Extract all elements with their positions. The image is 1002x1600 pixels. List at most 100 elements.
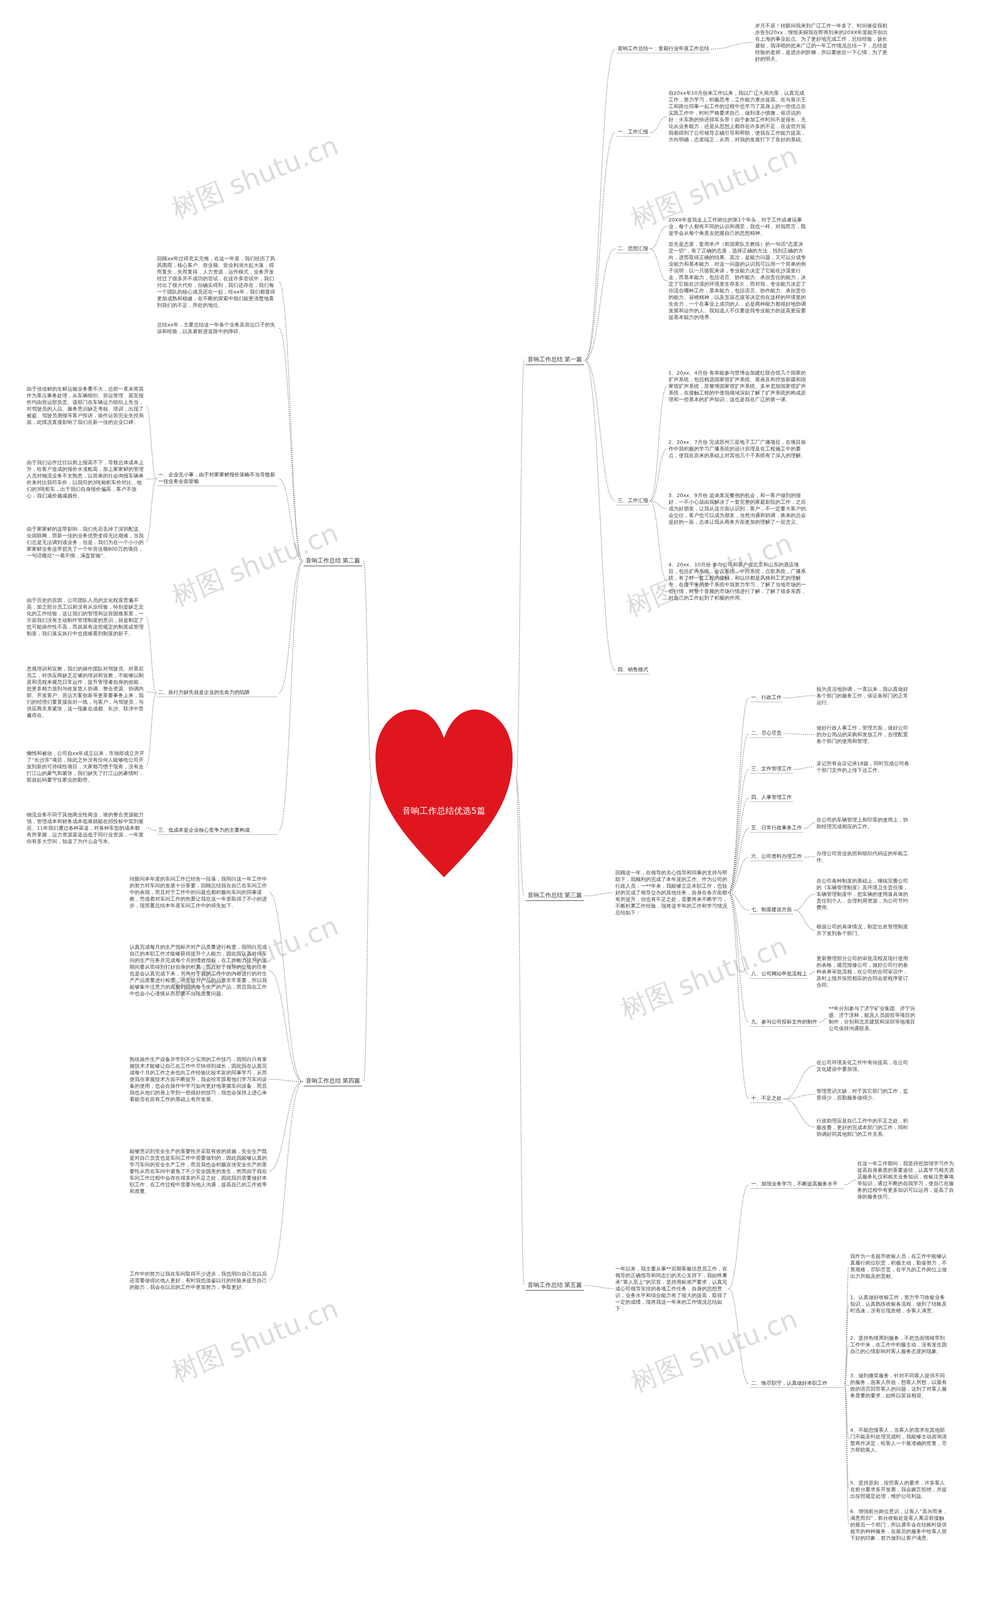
node-text: 由于佳佳鲜的生鲜运输业务量不大，总部一直未将其作为重点事务处理，从车辆组织、营运…: [26, 385, 145, 426]
text-leaf: 懒惰和被动，公司自xx年成立以来，市场部成立并开了“长沙库”项目，除此之外没有任…: [26, 749, 145, 784]
node-text: 5、坚持原则，按照客人的要求，许多客人在前台要求多开发票，我会婉言拒绝，并提出按…: [850, 1479, 948, 1500]
heart-outline: [375, 709, 513, 878]
node-text: 2、20xx、7月份 完成苏州三星电子工厂广播项目，在项目操作中我积极的学习广播…: [668, 438, 807, 459]
text-leaf: 2、坚持热情周到服务，不把负面情绪带到工作中来，在工作中积极主动，没有发生因自己…: [850, 1334, 948, 1355]
text-leaf: 4、不能怠慢客人，当客人的需求在其他部门不能及时处理完成时，我能够主动咨询清楚再…: [850, 1426, 948, 1454]
node-text: 采记所有会议记录18篇，同时完成公司各个部门文件的上传下达工作。: [816, 760, 911, 774]
dotted-connector: [584, 360, 615, 671]
node-text: 九、参与公司投标文件的制作: [751, 1018, 818, 1026]
dotted-connector: [584, 248, 615, 361]
node-text: 五、日常行政事务工作: [751, 824, 802, 831]
node-text: 十、不足之处: [751, 1094, 782, 1102]
node-text: 音响工作总结 第四篇: [305, 1077, 361, 1085]
branch-topic: 音响工作总结 第二篇: [303, 556, 363, 567]
node-text: 根据公司的具体情况，制定出差管理制度并下发到各个部门。: [816, 923, 911, 937]
dotted-connector: [584, 1285, 615, 1289]
dotted-connector: [145, 692, 157, 693]
dotted-connector: [145, 405, 157, 479]
node-text: 音响工作总结 第五篇: [527, 1281, 583, 1289]
subtopic: 一、企业无小事，由于对家家鲜报价策略不当导致新一佳业务全面皆输: [156, 471, 278, 487]
node-text: **年分别参与了济宁矿业集团、济宁兴盛、济宁凉林，能及人员固投等项目的制作，分别…: [828, 1005, 919, 1032]
node-text: 做好行政人事工作，管理方面，做好公司的办公用品的采购和发放工作，合理配置各个部门…: [816, 724, 911, 745]
subtopic: 五、日常行政事务工作: [749, 824, 804, 833]
dotted-connector: [783, 733, 815, 735]
dotted-connector: [844, 1266, 849, 1384]
dotted-connector: [650, 501, 668, 509]
text-leaf: 回顾xx年过得充实无悔，在这一年里，我们经历了风风雨雨，核心客户、营业额、营业利…: [156, 255, 278, 309]
dotted-connector: [516, 778, 525, 1286]
node-text: 2、坚持热情周到服务，不把负面情绪带到工作中来，在工作中积极主动，没有发生因自己…: [850, 1334, 948, 1355]
node-text: 一、行政工作: [751, 693, 782, 701]
node-text: 3、做到微笑服务，针对不同客人提供不同的服务，急客人所急，想客人所想，以最有效的…: [850, 1372, 948, 1399]
text-leaf: 在公司各种制度的基础上，继续完善公司的《车辆管理制度》及环境卫生责任项，车辆管理…: [816, 877, 911, 911]
node-text: 一、企业无小事，由于对家家鲜报价策略不当导致新一佳业务全面皆输: [158, 471, 277, 485]
node-text: 熟练操作生产设备并学到不少实用的工作技巧，我明白只有掌握技术才能够让自己在工作中…: [129, 1056, 268, 1103]
node-text: 办理公司营业执照和组织代码证的年检工作。: [816, 850, 911, 864]
dotted-connector: [728, 769, 749, 893]
dotted-connector: [650, 248, 668, 281]
subtopic: 八、公司网站申批流程上: [749, 970, 809, 979]
text-leaf: 岁月不居！转眼间我来到广辽工作一年多了。时间催促我初步告别20xx，憧憬美丽我在…: [755, 22, 890, 63]
text-leaf: 转眼间本年度的车间工作已经告一段落，我明白这一年工作中的努力对车间的发展十分重要…: [129, 875, 268, 909]
text-leaf: 自20xx年10月份来工作以来，我以广辽大局为重，认真完成工作，努力学习，积极思…: [668, 89, 807, 143]
node-text: 音响工作总结 第二篇: [305, 556, 361, 565]
text-leaf: 总结xx年，主要总结这一年各个业务及营运口子的失误和经验，以及避前进道路中的障碍…: [156, 321, 278, 335]
text-leaf: 能够意识到安全生产的重要性并采取有效的措施，安全生产既是对自己负责也是车间工作中…: [129, 1147, 268, 1195]
subtopic: 二、思想汇报: [616, 245, 650, 254]
dotted-connector: [584, 892, 615, 896]
node-text: 1、认真做好收银工作，努力学习收银业务知识，认真熟练收银各流程，做到了结账及时迅…: [850, 1293, 948, 1314]
dotted-connector: [278, 561, 303, 831]
node-text: 回顾xx年过得充实无悔，在这一年里，我们经历了风风雨雨，核心客户、营业额、营业利…: [156, 255, 278, 309]
dotted-connector: [268, 1079, 303, 1082]
dotted-connector: [145, 478, 157, 543]
text-leaf: 工作中的努力让我在车间取得不少进步，我也明白自己在以后还需要做得比他人更好，有时…: [129, 1270, 268, 1291]
dotted-connector: [711, 42, 755, 49]
dotted-connector: [783, 1099, 815, 1128]
subtopic: 七、制度建设方面: [749, 906, 793, 915]
node-text: 四、人事管理工作: [751, 793, 792, 801]
dotted-connector: [793, 766, 815, 770]
node-text: 由于家家鲜的连带影响，我们先后丢掉了深圳配送、全国联网，而新一佳的业务优势变得无…: [26, 525, 145, 559]
text-leaf: 办理公司营业执照和组织代码证的年检工作。: [816, 850, 911, 864]
dotted-connector: [783, 695, 815, 698]
text-leaf: 在公司环境美化工作中有待提高，在公司文化建设中要加强。: [816, 1059, 911, 1073]
node-text: 八、公司网站申批流程上: [751, 970, 808, 977]
text-leaf: 3、做到微笑服务，针对不同客人提供不同的服务，急客人所急，想客人所想，以最有效的…: [850, 1372, 948, 1399]
text-leaf: 回顾这一年，在领导的关心指导和同事的支持与帮助下，我顺利的完成了本年度的工作。作…: [615, 869, 728, 916]
dotted-connector: [584, 48, 615, 361]
node-text: 六、公司资料办理工作: [751, 852, 802, 860]
text-leaf: 熟练操作生产设备并学到不少实用的工作技巧，我明白只有掌握技术才能够让自己在工作中…: [129, 1056, 268, 1103]
subtopic: 一、加强业务学习，不断提高服务水平: [749, 1180, 844, 1189]
text-leaf: 20XX年是我走上工作岗位的第1个年头，对于工作或者说事业，每个人都有不同的认识…: [668, 216, 807, 237]
node-text: 忽视培训和宣教，我们的操作团队对驾驶员、对基层员工，对供应商缺乏足够的培训和宣教…: [26, 665, 145, 719]
text-leaf: 采记所有会议记录18篇，同时完成公司各个部门文件的上传下达工作。: [816, 760, 911, 774]
subtopic: 三、工作汇报: [616, 497, 650, 506]
dotted-connector: [363, 561, 372, 780]
dotted-connector: [803, 856, 815, 858]
watermark: 树图 shutu.cn: [166, 127, 344, 228]
node-text: 三、文件管理工作: [751, 765, 792, 772]
node-text: 一、加强业务学习，不断提高服务水平: [751, 1180, 843, 1188]
subtopic: 二、执行力缺失就是企业的生命力的陷阱: [156, 688, 278, 698]
text-leaf: 做好行政人事工作，管理方面，做好公司的办公用品的采购和发放工作，合理配置各个部门…: [816, 724, 911, 745]
watermark: 树图 shutu.cn: [166, 515, 344, 615]
node-text: 总结xx年，主要总结这一年各个业务及营运口子的失误和经验，以及避前进道路中的障碍…: [156, 321, 278, 335]
branch-topic: 音响工作总结 第一篇: [525, 355, 585, 366]
text-leaf: 5、坚持原则，按照客人的要求，许多客人在前台要求多开发票，我会婉言拒绝，并提出按…: [850, 1479, 948, 1500]
text-leaf: 认真完成每月的生产指标并对产品质量进行检查，我明白完成自己的本职工作才能够获得提…: [129, 943, 268, 997]
node-text: 3、20xx、9月份 追谈浆泥餐例的机会，和一客户做到的很好，一不小心就由我解决…: [668, 491, 807, 526]
node-text: 4、20xx、10月份 参与公司和客户在北京和山东的酒店项目，包括扩声系统，会议…: [668, 561, 807, 602]
dotted-connector: [728, 892, 749, 1100]
dotted-connector: [650, 501, 668, 582]
dotted-connector: [278, 561, 303, 693]
node-text: 在公司各种制度的基础上，继续完善公司的《车辆管理制度》及环境卫生责任项，车辆管理…: [816, 877, 911, 911]
node-text: 首先是态度，套用米卢（前国家队主教练）的一句话“态度决定一切”，有了正确的态度，…: [668, 240, 807, 321]
text-leaf: 根据公司的具体情况，制定出差管理制度并下发到各个部门。: [816, 923, 911, 937]
node-text: 4、不能怠慢客人，当客人的需求在其他部门不能及时处理完成时，我能够主动咨询清楚再…: [850, 1426, 948, 1454]
subtopic: 四、销售模式: [616, 666, 650, 675]
text-leaf: 管理意识欠缺，对于其它部门的工作，监督得少，后勤服务做得少。: [816, 1087, 911, 1102]
node-text: 较为灵活地协调，一直以来，我认真做好各个部门的服务工作，保证各部门的正常运行。: [816, 685, 911, 706]
node-text: 三、工作汇报: [617, 497, 649, 504]
node-text: 音响工作总结 第三篇: [527, 891, 583, 900]
text-leaf: 1、认真做好收银工作，努力学习收银业务知识，认真熟练收银各流程，做到了结账及时迅…: [850, 1293, 948, 1314]
